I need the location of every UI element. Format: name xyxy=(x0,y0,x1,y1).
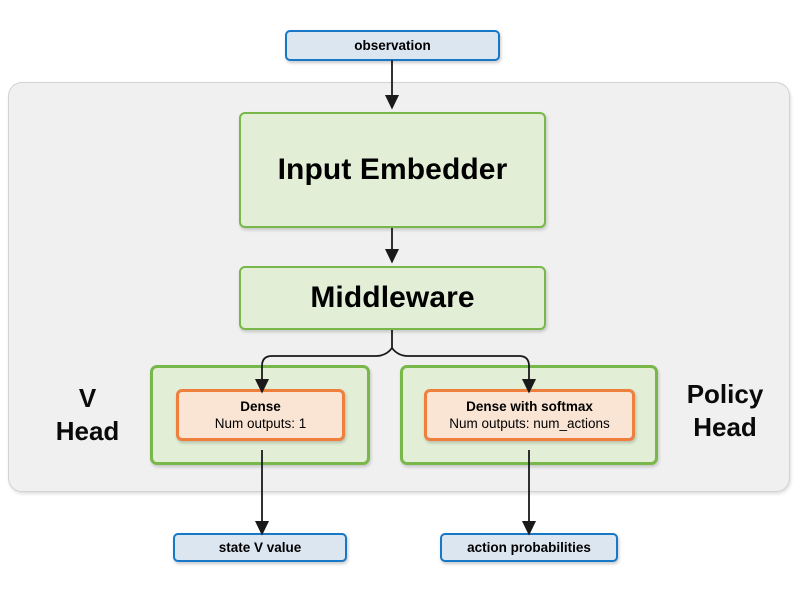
middleware-node[interactable]: Middleware xyxy=(239,266,546,330)
v-head-dense-subtitle: Num outputs: 1 xyxy=(214,416,307,431)
policy-head-caption-line2: Head xyxy=(693,411,757,442)
v-head-caption-line2: Head xyxy=(55,415,120,446)
policy-head-caption: Policy Head xyxy=(665,378,785,443)
input-embedder-node[interactable]: Input Embedder xyxy=(239,112,546,228)
input-embedder-label: Input Embedder xyxy=(277,153,508,186)
action-probabilities-output-node[interactable]: action probabilities xyxy=(440,533,618,562)
policy-head-caption-line1: Policy xyxy=(686,379,764,409)
policy-head-dense-subtitle: Num outputs: num_actions xyxy=(449,416,610,431)
state-value-output-node[interactable]: state V value xyxy=(173,533,347,562)
policy-head-dense-node[interactable]: Dense with softmax Num outputs: num_acti… xyxy=(424,389,635,441)
observation-node[interactable]: observation xyxy=(285,30,500,61)
state-value-output-label: state V value xyxy=(218,539,302,555)
v-head-caption: V Head xyxy=(30,382,145,447)
v-head-dense-node[interactable]: Dense Num outputs: 1 xyxy=(176,389,345,441)
middleware-label: Middleware xyxy=(310,281,475,314)
policy-head-dense-title: Dense with softmax xyxy=(466,398,593,414)
v-head-dense-title: Dense xyxy=(240,398,281,414)
observation-label: observation xyxy=(354,37,431,53)
action-probabilities-output-label: action probabilities xyxy=(467,539,591,555)
v-head-caption-line1: V xyxy=(78,383,97,413)
